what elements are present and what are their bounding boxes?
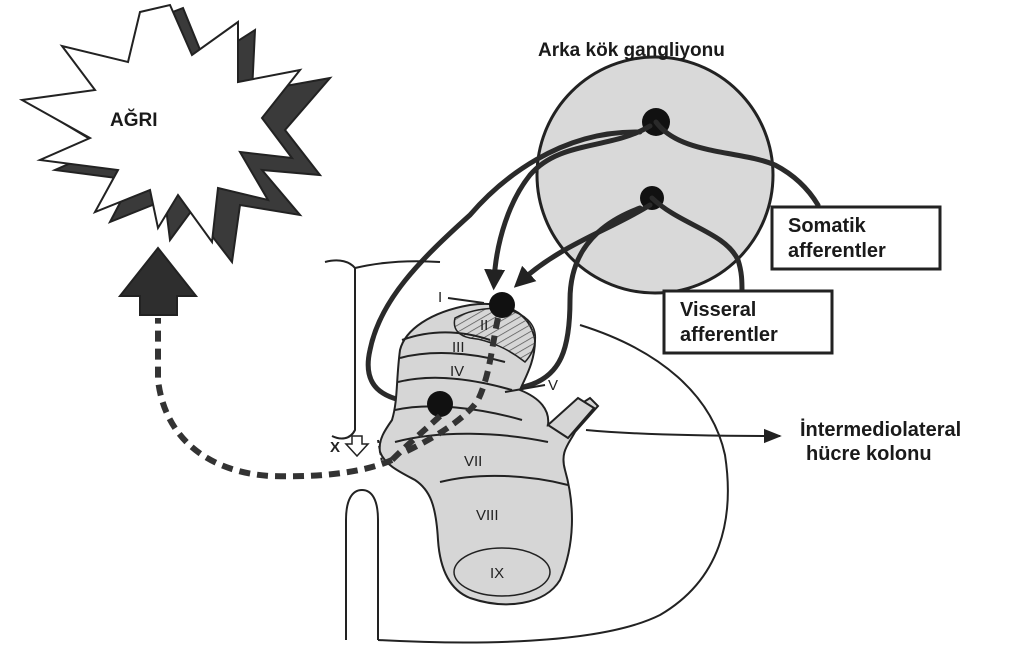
somatic-afferents-box: Somatik afferentler bbox=[772, 207, 940, 269]
lamina-IX-label: IX bbox=[490, 565, 504, 582]
lamina-I-pointer bbox=[448, 298, 484, 303]
lamina-III-label: III bbox=[452, 339, 465, 356]
intermediolateral-callout: İntermediolateral hücre kolonu bbox=[586, 418, 961, 465]
lamina-X-open-arrow bbox=[346, 436, 368, 456]
ascending-arrow bbox=[120, 248, 196, 315]
dorsal-bracket bbox=[325, 260, 355, 438]
lamina-I-neuron bbox=[489, 292, 515, 318]
lamina-VIII-label: VIII bbox=[476, 507, 499, 524]
iml-label-2: hücre kolonu bbox=[806, 443, 932, 465]
pain-label: AĞRI bbox=[110, 109, 158, 131]
ganglion-label: Arka kök gangliyonu bbox=[538, 40, 725, 61]
pain-burst: AĞRI bbox=[22, 5, 330, 262]
lamina-I-label: I bbox=[438, 289, 442, 306]
visceral-label-1: Visseral bbox=[680, 299, 756, 321]
lamina-V-neuron bbox=[427, 391, 453, 417]
iml-label-1: İntermediolateral bbox=[800, 418, 961, 441]
somatic-label-1: Somatik bbox=[788, 215, 867, 237]
somatic-label-2: afferentler bbox=[788, 240, 886, 262]
dorsal-bracket-top bbox=[355, 261, 440, 268]
lamina-IV-label: IV bbox=[450, 363, 464, 380]
lamina-VII-label: VII bbox=[464, 453, 482, 470]
visceral-label-2: afferentler bbox=[680, 324, 778, 346]
visceral-afferents-box: Visseral afferentler bbox=[664, 291, 832, 353]
iml-pointer-arrow bbox=[586, 430, 780, 436]
lamina-II-label: II bbox=[480, 317, 488, 334]
lamina-V-label: V bbox=[548, 377, 558, 394]
spinal-cord-outline bbox=[346, 490, 378, 640]
lamina-X-label: X bbox=[330, 439, 340, 456]
